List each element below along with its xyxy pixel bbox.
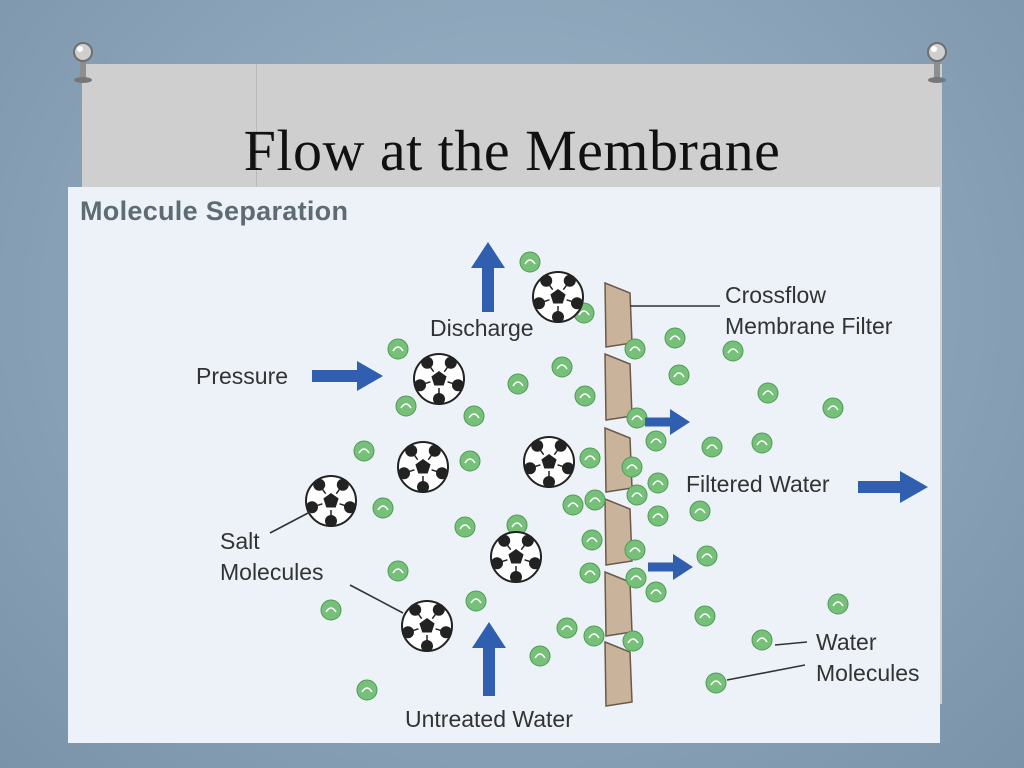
water-molecule-icon: [459, 450, 481, 472]
filter-label-line1: Crossflow: [725, 282, 826, 308]
flow-arrows-group: [312, 242, 928, 696]
filtered-water-label: Filtered Water: [686, 471, 830, 497]
water-molecule-icon: [626, 407, 648, 429]
water-molecule-icon: [822, 397, 844, 419]
label-leader-lines: [269, 305, 808, 681]
water-molecule-icon: [562, 494, 584, 516]
water-molecule-icon: [664, 327, 686, 349]
water-label-line1: Water: [816, 629, 877, 655]
push-pin-icon: [927, 42, 947, 83]
water-molecule-icon: [624, 338, 646, 360]
water-molecule-icon: [551, 356, 573, 378]
water-molecules-label: Water Molecules: [816, 627, 920, 689]
water-molecule-icon: [387, 560, 409, 582]
water-molecule-icon: [454, 516, 476, 538]
membrane-segment: [604, 352, 633, 421]
water-molecule-icon: [356, 679, 378, 701]
water-molecule-icon: [581, 529, 603, 551]
water-molecule-icon: [622, 630, 644, 652]
water-molecule-icon: [579, 562, 601, 584]
salt-label-line1: Salt: [220, 528, 260, 554]
water-molecule-icon: [583, 625, 605, 647]
salt-molecules-group: [305, 271, 584, 652]
arrow-icon: [471, 242, 505, 312]
leader-line: [774, 641, 808, 646]
salt-molecule-icon: [397, 441, 449, 493]
water-molecule-icon: [519, 251, 541, 273]
water-molecule-icon: [624, 539, 646, 561]
arrow-icon: [648, 554, 693, 580]
water-molecule-icon: [705, 672, 727, 694]
water-molecule-icon: [387, 338, 409, 360]
figure-title: Molecule Separation: [80, 196, 349, 226]
water-molecule-icon: [751, 432, 773, 454]
water-molecule-icon: [579, 447, 601, 469]
diagram-figure: [68, 187, 940, 743]
water-molecule-icon: [701, 436, 723, 458]
membrane-segment: [604, 640, 633, 707]
water-molecule-icon: [507, 373, 529, 395]
push-pin-icon: [73, 42, 93, 83]
salt-molecule-icon: [523, 436, 575, 488]
paper-fold-line: [256, 64, 257, 194]
leader-line: [349, 584, 404, 614]
water-molecule-icon: [465, 590, 487, 612]
leader-line: [269, 511, 311, 534]
water-molecule-icon: [645, 581, 667, 603]
water-molecule-icon: [621, 456, 643, 478]
arrow-icon: [472, 622, 506, 696]
water-molecule-icon: [722, 340, 744, 362]
water-molecule-icon: [625, 567, 647, 589]
salt-molecules-label: Salt Molecules: [220, 526, 324, 588]
water-molecule-icon: [395, 395, 417, 417]
water-molecule-icon: [320, 599, 342, 621]
water-molecule-icon: [529, 645, 551, 667]
water-molecule-icon: [647, 505, 669, 527]
salt-molecule-icon: [490, 531, 542, 583]
water-molecule-icon: [647, 472, 669, 494]
membrane-segment: [604, 281, 633, 348]
filter-label-line2: Membrane Filter: [725, 313, 893, 340]
leader-line: [726, 664, 806, 681]
water-molecule-icon: [694, 605, 716, 627]
water-molecule-icon: [584, 489, 606, 511]
arrow-icon: [312, 361, 383, 391]
water-molecule-icon: [463, 405, 485, 427]
water-molecule-icon: [827, 593, 849, 615]
untreated-water-label: Untreated Water: [405, 706, 573, 732]
salt-molecule-icon: [413, 353, 465, 405]
water-molecule-icon: [696, 545, 718, 567]
water-molecules-group: [320, 251, 849, 701]
discharge-label: Discharge: [430, 315, 534, 341]
water-molecule-icon: [689, 500, 711, 522]
salt-molecule-icon: [401, 600, 453, 652]
water-molecule-icon: [372, 497, 394, 519]
salt-molecule-icon: [305, 475, 357, 527]
pressure-label: Pressure: [196, 363, 289, 389]
water-label-line2: Molecules: [816, 660, 920, 687]
water-molecule-icon: [668, 364, 690, 386]
water-molecule-icon: [757, 382, 779, 404]
salt-label-line2: Molecules: [220, 559, 324, 586]
water-molecule-icon: [626, 484, 648, 506]
arrow-icon: [858, 471, 928, 503]
slide-title: Flow at the Membrane: [243, 118, 781, 183]
water-molecule-icon: [645, 430, 667, 452]
salt-molecule-icon: [532, 271, 584, 323]
water-molecule-icon: [353, 440, 375, 462]
water-molecule-icon: [751, 629, 773, 651]
arrow-icon: [645, 409, 690, 435]
water-molecule-icon: [556, 617, 578, 639]
crossflow-membrane-filter-label: Crossflow Membrane Filter: [725, 280, 892, 342]
water-molecule-icon: [574, 385, 596, 407]
